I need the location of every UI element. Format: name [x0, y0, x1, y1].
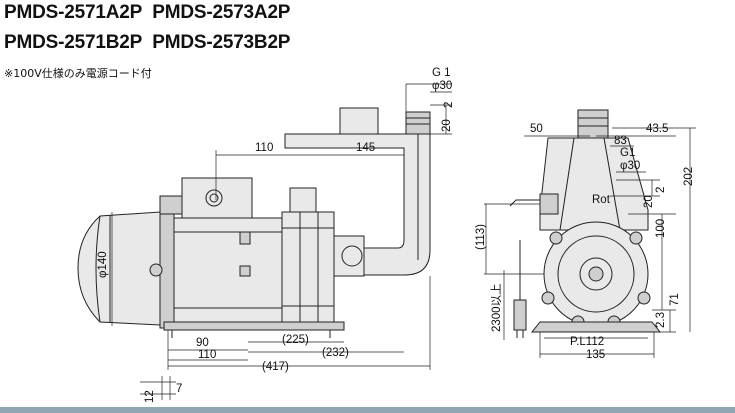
side-view [509, 109, 662, 338]
pump-casing [281, 211, 335, 323]
dim-135: 135 [586, 349, 605, 361]
dim-7: 7 [176, 383, 182, 395]
dim-232: (232) [322, 347, 349, 359]
top-cap [339, 107, 379, 135]
side-inlet [333, 235, 365, 277]
terminal-box [181, 177, 253, 219]
dim-2-top: 2 [443, 102, 455, 108]
dim-2-3: 2.3 [655, 312, 667, 328]
model-2571a2p: PMDS-2571A2P [4, 2, 143, 23]
dim-90: 90 [196, 337, 209, 349]
dim-71: 71 [669, 293, 681, 306]
bottom-bar [0, 407, 735, 413]
dim-2-side: 2 [655, 187, 667, 193]
dim-12: 12 [144, 390, 156, 403]
dim-2300: 2300以上 [490, 283, 503, 332]
model-2571b2p: PMDS-2571B2P [4, 32, 143, 53]
inlet-port [289, 187, 317, 213]
dim-phi30-side: φ30 [620, 160, 640, 172]
dim-202: 202 [683, 167, 695, 186]
side-base [530, 321, 662, 333]
dim-100: 100 [655, 219, 667, 238]
motor-knob [149, 263, 163, 277]
dim-43-5: 43.5 [646, 123, 668, 135]
dim-113: (113) [475, 224, 487, 250]
dim-83: 83 [614, 135, 627, 147]
dim-g1-top: G 1 [432, 67, 451, 79]
outlet-port [405, 111, 431, 135]
model-2573a2p: PMDS-2573A2P [152, 2, 291, 23]
dim-225: (225) [282, 334, 309, 346]
dim-110: 110 [255, 142, 273, 154]
side-dimensions [484, 127, 696, 358]
motor-mid [173, 217, 283, 323]
dim-417: (417) [262, 361, 289, 373]
model-title-line1: PMDS-2571A2P PMDS-2573A2P [4, 2, 290, 24]
dim-20-side: 20 [643, 195, 655, 208]
front-dimensions [111, 83, 452, 400]
dim-50: 50 [530, 123, 543, 135]
power-plug [513, 299, 527, 331]
dim-145: 145 [356, 142, 375, 154]
dim-phi30-top: φ30 [432, 80, 452, 92]
dim-pl112: P.L112 [570, 336, 604, 348]
power-cord-note: ※100V仕様のみ電源コード付 [4, 67, 152, 80]
motor-body [77, 211, 161, 326]
dim-110-bottom: 110 [198, 349, 216, 361]
dim-phi140: φ140 [97, 251, 109, 278]
dim-20-top: 20 [441, 119, 453, 132]
dim-g1-side: G1 [620, 147, 635, 159]
side-gland [539, 193, 559, 215]
front-view [77, 107, 431, 338]
dim-rot: Rot [592, 194, 611, 206]
outlet-pipe [284, 133, 431, 276]
side-outlet-port [577, 109, 609, 139]
base-plate [163, 321, 345, 331]
model-2573b2p: PMDS-2573B2P [152, 32, 291, 53]
model-title-line2: PMDS-2571B2P PMDS-2573B2P [4, 32, 290, 54]
